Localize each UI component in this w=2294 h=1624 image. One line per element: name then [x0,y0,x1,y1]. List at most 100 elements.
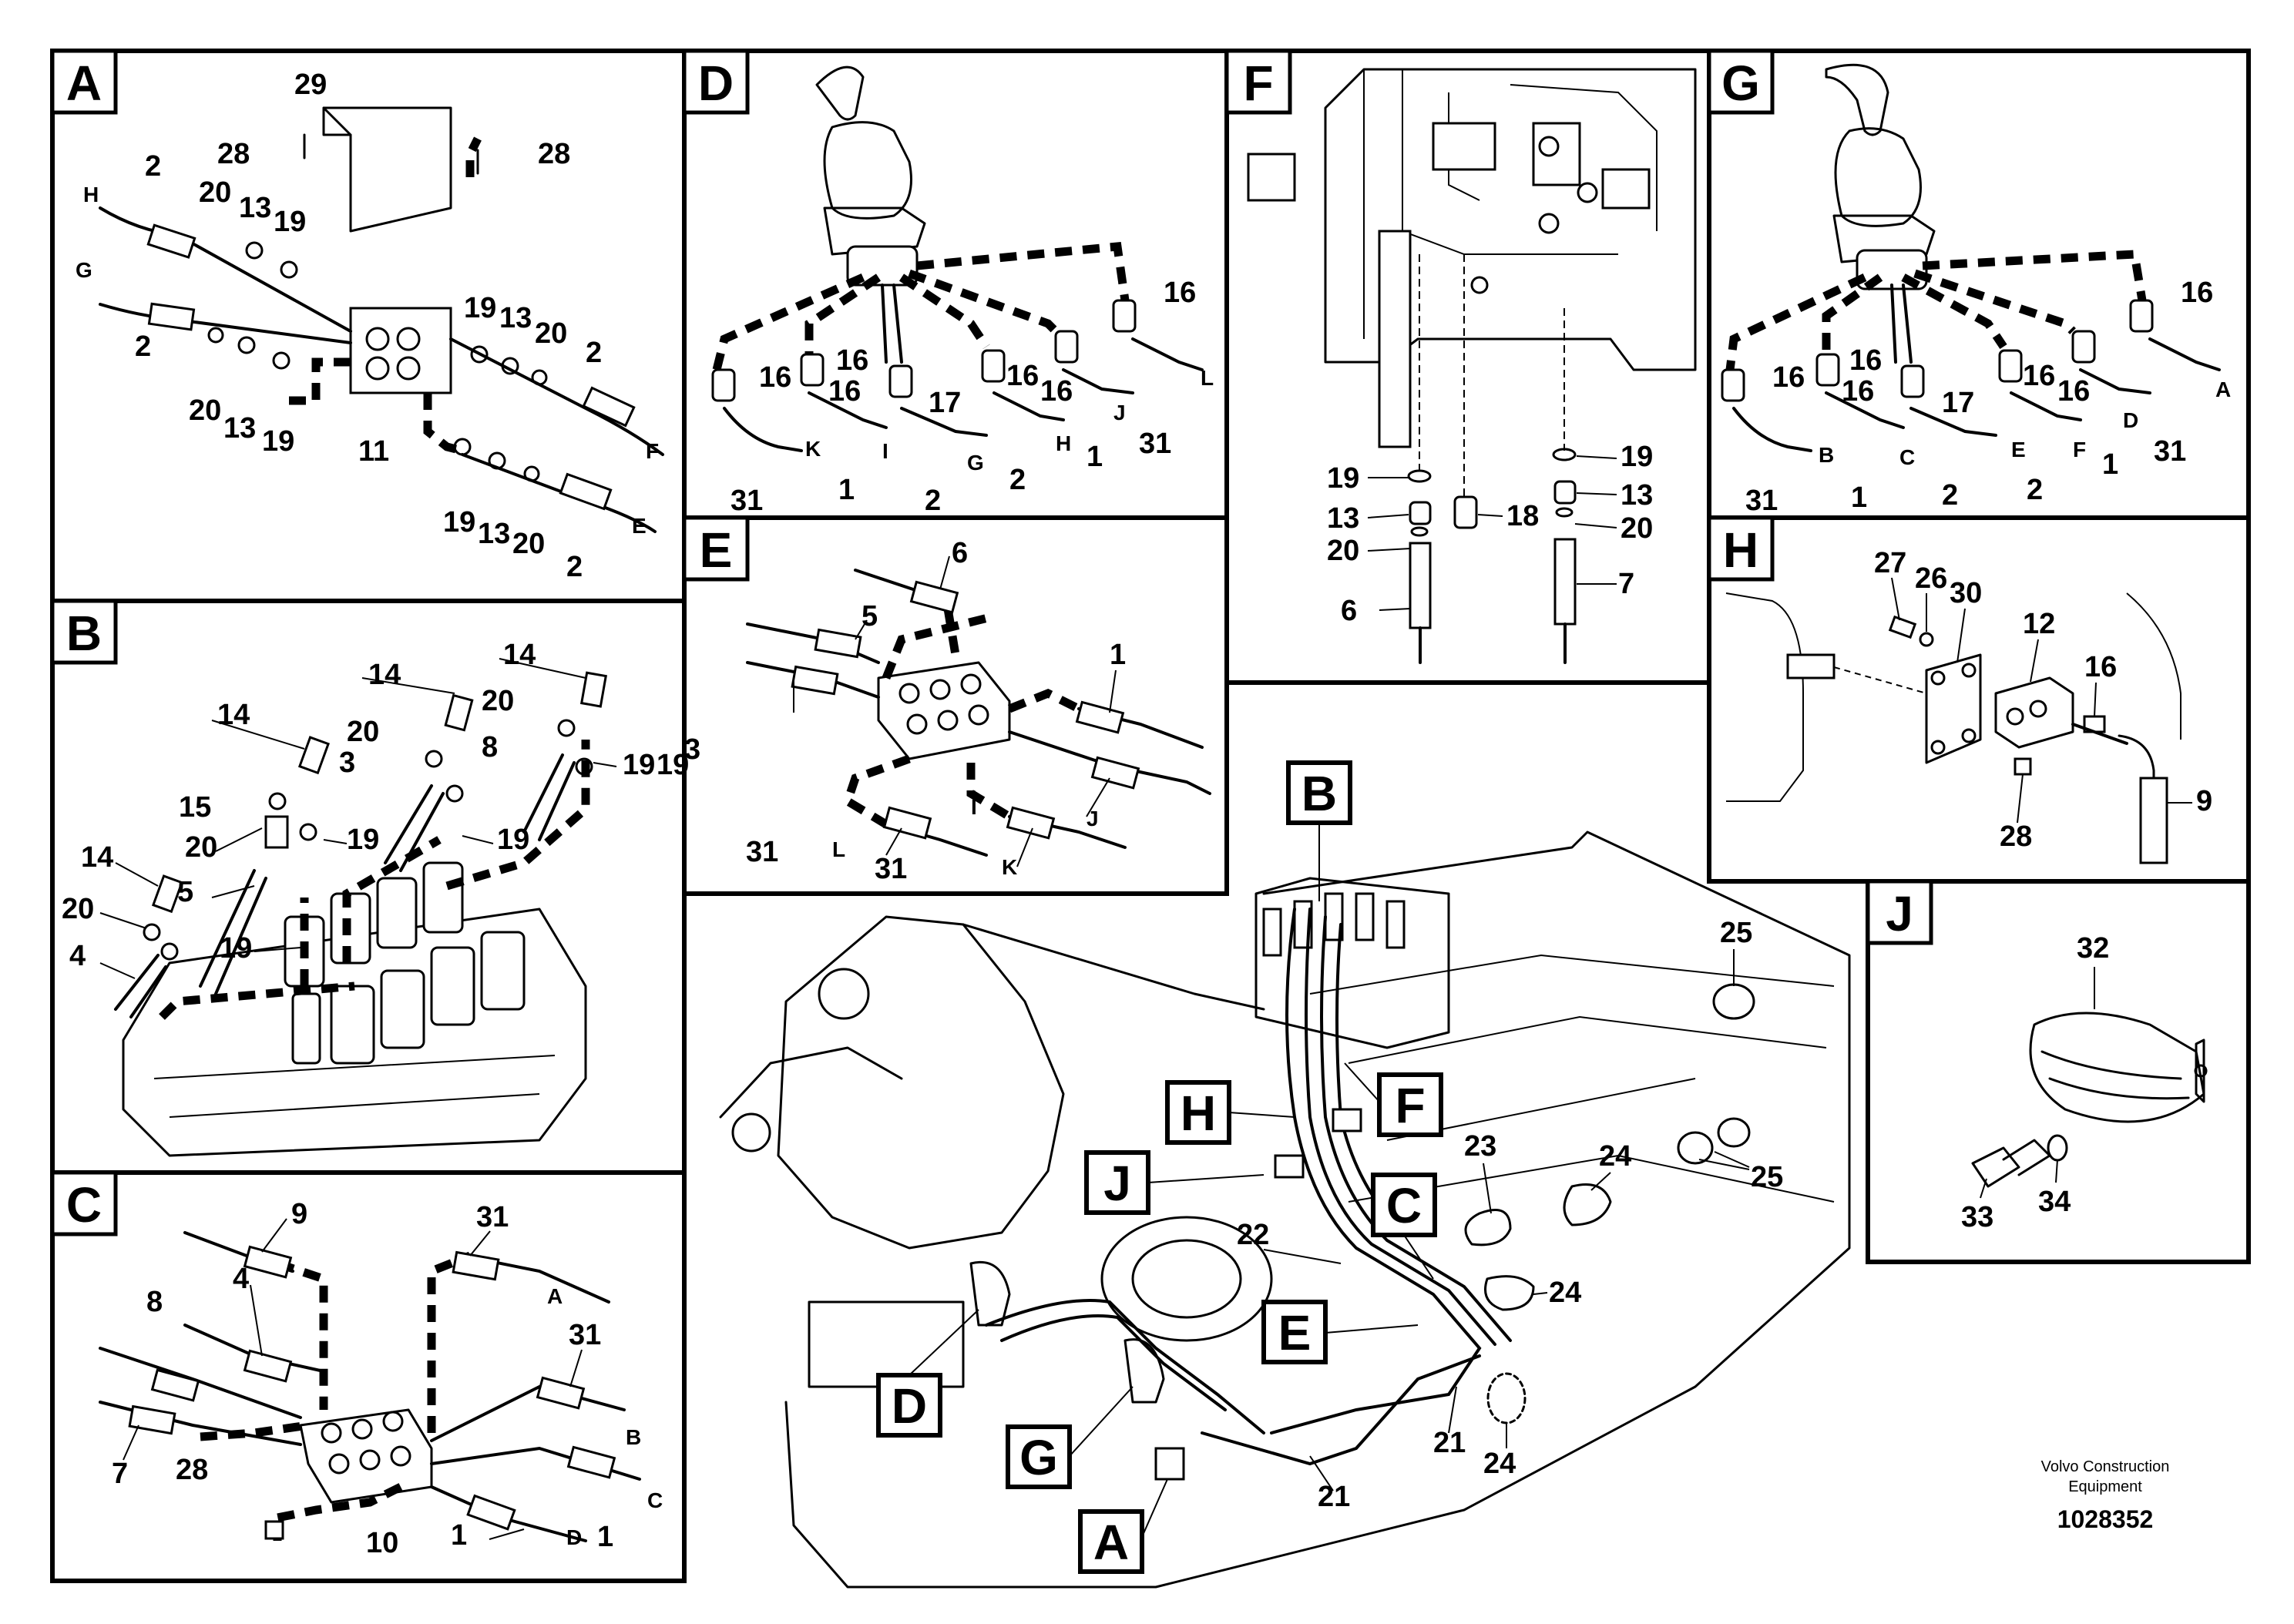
part-callout: 31 [1139,428,1171,460]
part-callout: 28 [176,1454,208,1486]
part-callout: 4 [69,940,86,972]
part-callout: 13 [223,412,256,445]
drawing-number: 1028352 [2057,1505,2154,1533]
part-callout: J [1087,807,1099,830]
part-callout: 19 [220,932,252,965]
part-callout: 19 [464,292,496,324]
panel-tag-j: J [1866,879,1933,945]
part-callout: 10 [366,1527,398,1559]
panel-f-drawing: 19 13 18 20 6 19 13 20 7 [1247,68,1697,664]
section-tag-label: D [698,55,734,111]
panel-d-drawing: 16 16 16 16 17 16 16 L K I G H J 31 1 2 … [711,65,1214,517]
part-callout: 13 [478,518,510,550]
panel-e-drawing: 6 5 1 31 L 31 J K I 3 [684,537,1211,885]
part-callout: A [2215,377,2231,401]
part-callout: 32 [2077,932,2109,965]
part-callout: 28 [217,138,250,170]
section-tag-label: E [1278,1305,1312,1361]
part-callout: 20 [1621,512,1653,545]
part-callout: 20 [199,176,231,209]
part-callout: 8 [482,731,498,763]
part-callout: A [547,1284,563,1308]
part-callout: 2 [925,485,941,517]
panel-tag-h: H [1707,515,1775,582]
overview-tag-f: F [1377,1072,1443,1137]
part-callout: 16 [2181,277,2213,309]
overview-tag-c: C [1371,1173,1437,1237]
part-callout: 2 [2027,474,2043,506]
section-tag-label: G [1721,55,1760,111]
section-tag-label: H [1181,1085,1216,1141]
panel-j-drawing: 32 33 34 [1961,932,2208,1233]
part-callout: G [76,258,92,282]
overview-tag-b: B [1286,760,1352,825]
part-callout: C [647,1488,663,1512]
panel-h-drawing: 27 26 30 12 16 9 28 [1725,547,2212,864]
part-callout: 33 [1961,1201,1993,1233]
part-callout: 31 [2154,435,2186,468]
overview-tag-h: H [1165,1080,1231,1145]
part-callout: 5 [177,876,193,908]
part-callout: 24 [1599,1140,1631,1173]
part-callout: 20 [347,716,379,748]
part-callout: 2 [566,551,583,583]
part-callout: 31 [1745,485,1778,517]
part-callout: 19 [657,749,689,781]
part-callout: 2 [145,150,161,183]
section-tag-label: E [700,522,733,578]
part-callout: 20 [1327,535,1359,567]
part-callout: 16 [1772,361,1805,394]
panel-tag-e: E [682,515,750,582]
overview-machine-drawing [719,830,1851,1589]
part-callout: 7 [112,1458,128,1490]
part-callout: 13 [1621,479,1653,512]
part-callout: G [967,451,984,475]
part-callout: 31 [746,836,778,868]
part-callout: 19 [623,749,655,781]
part-callout: H [83,183,99,206]
part-callout: 1 [597,1521,613,1553]
part-callout: 19 [497,824,529,856]
section-tag-label: D [892,1378,927,1434]
part-callout: 23 [1464,1130,1496,1163]
section-tag-label: C [1386,1178,1422,1233]
part-callout: L [832,837,845,861]
overview-tag-g: G [1006,1424,1072,1489]
section-tag-label: C [66,1177,102,1233]
panel-b-drawing: 14 14 14 20 20 3 8 19 15 20 5 19 19 14 2… [62,639,689,1157]
part-callout: 3 [684,733,700,766]
panel-e-frame [682,515,1229,896]
part-callout: 5 [862,600,878,632]
part-callout: D [566,1525,582,1549]
part-callout: 1 [1087,441,1103,473]
panel-c-drawing: 9 31 4 A 8 31 B 7 28 1 C 10 1 D [99,1198,663,1559]
part-callout: 31 [731,485,763,517]
part-callout: 9 [2196,785,2212,817]
part-callout: 19 [1621,441,1653,473]
part-callout: 31 [569,1319,601,1351]
part-callout: 6 [1341,595,1357,627]
part-callout: 2 [1942,479,1958,512]
part-callout: 20 [512,528,545,560]
part-callout: B [626,1425,641,1449]
part-callout: 28 [2000,820,2032,853]
part-callout: I [971,795,977,819]
part-callout: 16 [1040,375,1073,408]
part-callout: 13 [1327,502,1359,535]
part-callout: C [1899,445,1915,469]
part-callout: 1 [838,474,855,506]
panel-c-frame [50,1170,687,1583]
part-callout: 17 [929,387,961,419]
panel-tag-g: G [1707,49,1775,115]
panel-g-drawing: 16 16 16 16 17 16 16 A B C E F D 31 1 2 … [1721,63,2231,517]
part-callout: F [2073,438,2086,461]
section-tag-label: G [1019,1430,1058,1485]
part-callout: 20 [62,893,94,925]
panel-tag-c: C [50,1170,118,1236]
part-callout: 16 [836,344,868,377]
part-callout: 8 [146,1286,163,1318]
part-callout: 15 [179,791,211,824]
part-callout: 20 [482,685,514,717]
overview-tag-j: J [1084,1150,1150,1215]
